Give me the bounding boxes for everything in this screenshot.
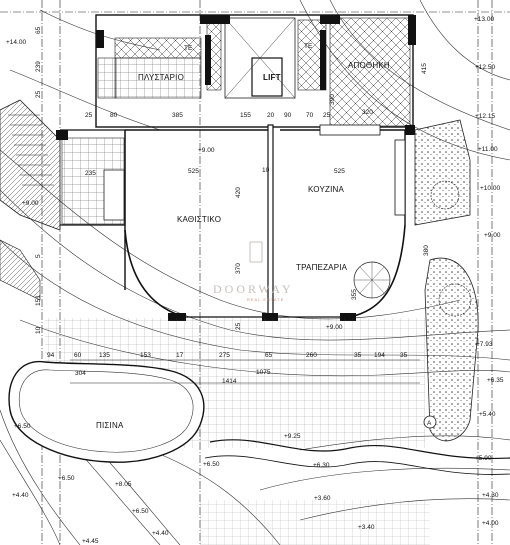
level-marker: +14.00 bbox=[6, 39, 26, 46]
dimension-label: 25 bbox=[85, 112, 93, 119]
level-marker: +9.25 bbox=[284, 433, 301, 440]
level-marker: +9.00 bbox=[198, 147, 215, 154]
level-marker: +4.40 bbox=[152, 530, 169, 537]
dimension-label: 155 bbox=[240, 112, 251, 119]
dimension-label: 525 bbox=[188, 168, 199, 175]
dimension-label: 153 bbox=[140, 352, 151, 359]
dimension-label: 370 bbox=[235, 263, 242, 274]
level-markers: +13.00 +14.00 +12.50 +12.15 +11.00 +10.0… bbox=[6, 16, 504, 545]
level-marker: +12.50 bbox=[475, 64, 495, 71]
level-marker: +7.93 bbox=[476, 341, 493, 348]
dimension-label: 420 bbox=[235, 187, 242, 198]
dimension-label: 5 bbox=[35, 254, 42, 258]
level-marker: +6.35 bbox=[487, 377, 504, 384]
dimension-label: 1075 bbox=[256, 369, 271, 376]
level-marker: +3.40 bbox=[358, 524, 375, 531]
dimension-label: 90 bbox=[284, 112, 292, 119]
dimension-label: 94 bbox=[47, 352, 55, 359]
level-marker: +6.30 bbox=[313, 462, 330, 469]
dimension-label: 70 bbox=[306, 112, 314, 119]
dimension-label: 60 bbox=[74, 352, 82, 359]
dimension-label: 275 bbox=[219, 352, 230, 359]
dimension-label: 320 bbox=[362, 109, 373, 116]
left-stairs bbox=[8, 114, 54, 186]
main-living-area bbox=[56, 124, 415, 321]
dimension-label: 20 bbox=[267, 112, 275, 119]
section-marker-label: A bbox=[427, 420, 432, 427]
dimension-label: 25 bbox=[35, 90, 42, 98]
dimension-label: 80 bbox=[110, 112, 118, 119]
level-marker: +4.40 bbox=[12, 492, 29, 499]
dimension-label: 35 bbox=[354, 352, 362, 359]
level-marker: +9.00 bbox=[484, 232, 501, 239]
level-marker: +6.50 bbox=[203, 461, 220, 468]
level-marker: +12.15 bbox=[475, 113, 495, 120]
upper-wing bbox=[95, 14, 416, 128]
level-marker: +9.00 bbox=[326, 324, 343, 331]
dimension-label: 260 bbox=[306, 352, 317, 359]
level-marker: +4.30 bbox=[482, 492, 499, 499]
dimension-labels: 385 155 20 90 70 25 320 80 25 235 525 52… bbox=[35, 26, 430, 385]
watermark-tagline: REAL ESTATE bbox=[247, 297, 284, 302]
level-marker: +5.40 bbox=[479, 411, 496, 418]
dimension-label: 25 bbox=[235, 322, 242, 330]
dimension-label: 151 bbox=[35, 295, 42, 306]
level-marker: +11.00 bbox=[478, 146, 498, 153]
room-label-te-left: ΤΕ bbox=[184, 45, 193, 52]
dimension-label: 65 bbox=[35, 26, 42, 34]
room-label-dining: ΤΡΑΠΕΖΑΡΙΑ bbox=[296, 263, 348, 272]
dimension-label: 390 bbox=[329, 94, 336, 105]
dimension-label: 355 bbox=[351, 289, 358, 300]
dimension-label: 65 bbox=[265, 352, 273, 359]
level-marker: +13.00 bbox=[474, 16, 494, 23]
level-marker: +8.05 bbox=[115, 481, 132, 488]
dimension-label: 10 bbox=[262, 167, 270, 174]
dimension-label: 25 bbox=[323, 112, 331, 119]
dimension-label: 385 bbox=[172, 112, 183, 119]
dimension-label: 1414 bbox=[222, 378, 237, 385]
level-marker: +6.50 bbox=[58, 475, 75, 482]
room-label-te-right: ΤΕ bbox=[304, 43, 313, 50]
level-marker: +4.45 bbox=[82, 538, 99, 545]
dimension-label: 10 bbox=[35, 326, 42, 334]
level-marker: +10.00 bbox=[480, 185, 500, 192]
room-label-pool: ΠΙΣΙΝΑ bbox=[96, 421, 124, 430]
dimension-label: 239 bbox=[35, 61, 42, 72]
level-marker: +4.00 bbox=[482, 520, 499, 527]
pool bbox=[8, 360, 205, 463]
dimension-label: 35 bbox=[400, 352, 408, 359]
room-label-living: ΚΑΘΙΣΤΙΚΟ bbox=[177, 215, 221, 224]
lower-terrace bbox=[200, 439, 510, 545]
level-marker: +9.00 bbox=[22, 200, 39, 207]
level-marker: +6.50 bbox=[132, 508, 149, 515]
dimension-label: 135 bbox=[99, 352, 110, 359]
dimension-label: 380 bbox=[423, 245, 430, 256]
room-label-bathroom: ΠΛΥΣΤΑΡΙΟ bbox=[138, 73, 184, 82]
room-label-kitchen: ΚΟΥΖΙΝΑ bbox=[308, 185, 344, 194]
watermark-brand: DOORWAY bbox=[213, 282, 294, 296]
dimension-label: 235 bbox=[85, 170, 96, 177]
dimension-label: 304 bbox=[75, 370, 86, 377]
room-label-lift: LIFT bbox=[263, 73, 281, 82]
section-marker: A bbox=[423, 415, 437, 429]
right-garden bbox=[414, 119, 479, 442]
watermark: DOORWAY REAL ESTATE bbox=[213, 241, 294, 302]
dimension-label: 525 bbox=[334, 168, 345, 175]
level-marker: +3.60 bbox=[314, 495, 331, 502]
room-label-storage: ΑΠΟΘΗΚΗ bbox=[348, 61, 390, 70]
level-marker: +5.90 bbox=[475, 455, 492, 462]
dimension-label: 415 bbox=[421, 63, 428, 74]
level-marker: +6.50 bbox=[14, 423, 31, 430]
dimension-label: 194 bbox=[374, 352, 385, 359]
dimension-label: 17 bbox=[176, 352, 184, 359]
